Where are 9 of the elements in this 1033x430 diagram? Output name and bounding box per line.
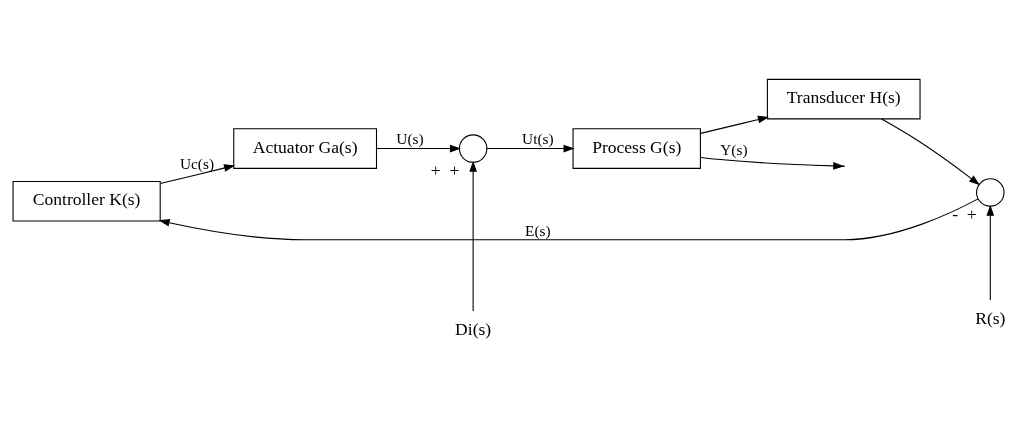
node-label: + + xyxy=(430,160,460,181)
edge-label: Y(s) xyxy=(720,141,748,159)
edge-label: Ut(s) xyxy=(522,130,554,148)
edge-label: U(s) xyxy=(396,130,424,148)
node-text: R(s) xyxy=(975,308,1006,329)
node-text: Di(s) xyxy=(455,319,492,340)
edge-label: Uc(s) xyxy=(179,154,215,172)
edge-label: E(s) xyxy=(525,221,551,239)
node-label: - + xyxy=(952,204,977,225)
